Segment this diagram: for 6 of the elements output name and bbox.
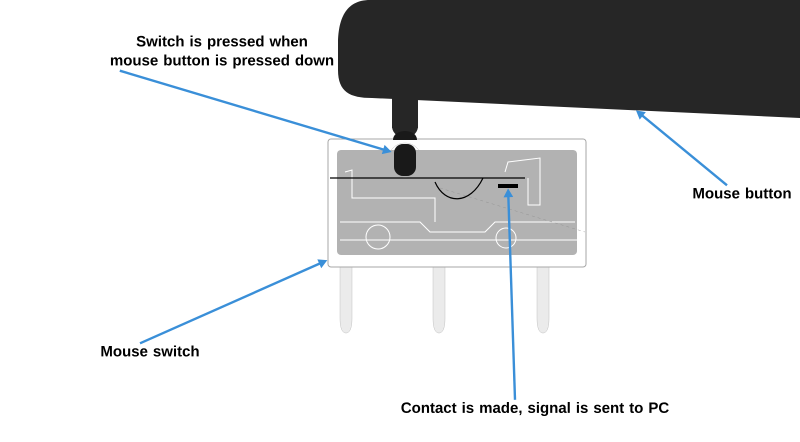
contact-bar (498, 184, 518, 188)
callout-text: Contact is made, signal is sent to PC (401, 402, 669, 416)
callout-text: Switch is pressed when mouse button is pressed down (110, 36, 334, 68)
callout-text: Mouse button (693, 188, 791, 198)
callout-text: Mouse switch (101, 346, 199, 356)
mouse-switch-drawing (328, 138, 586, 334)
